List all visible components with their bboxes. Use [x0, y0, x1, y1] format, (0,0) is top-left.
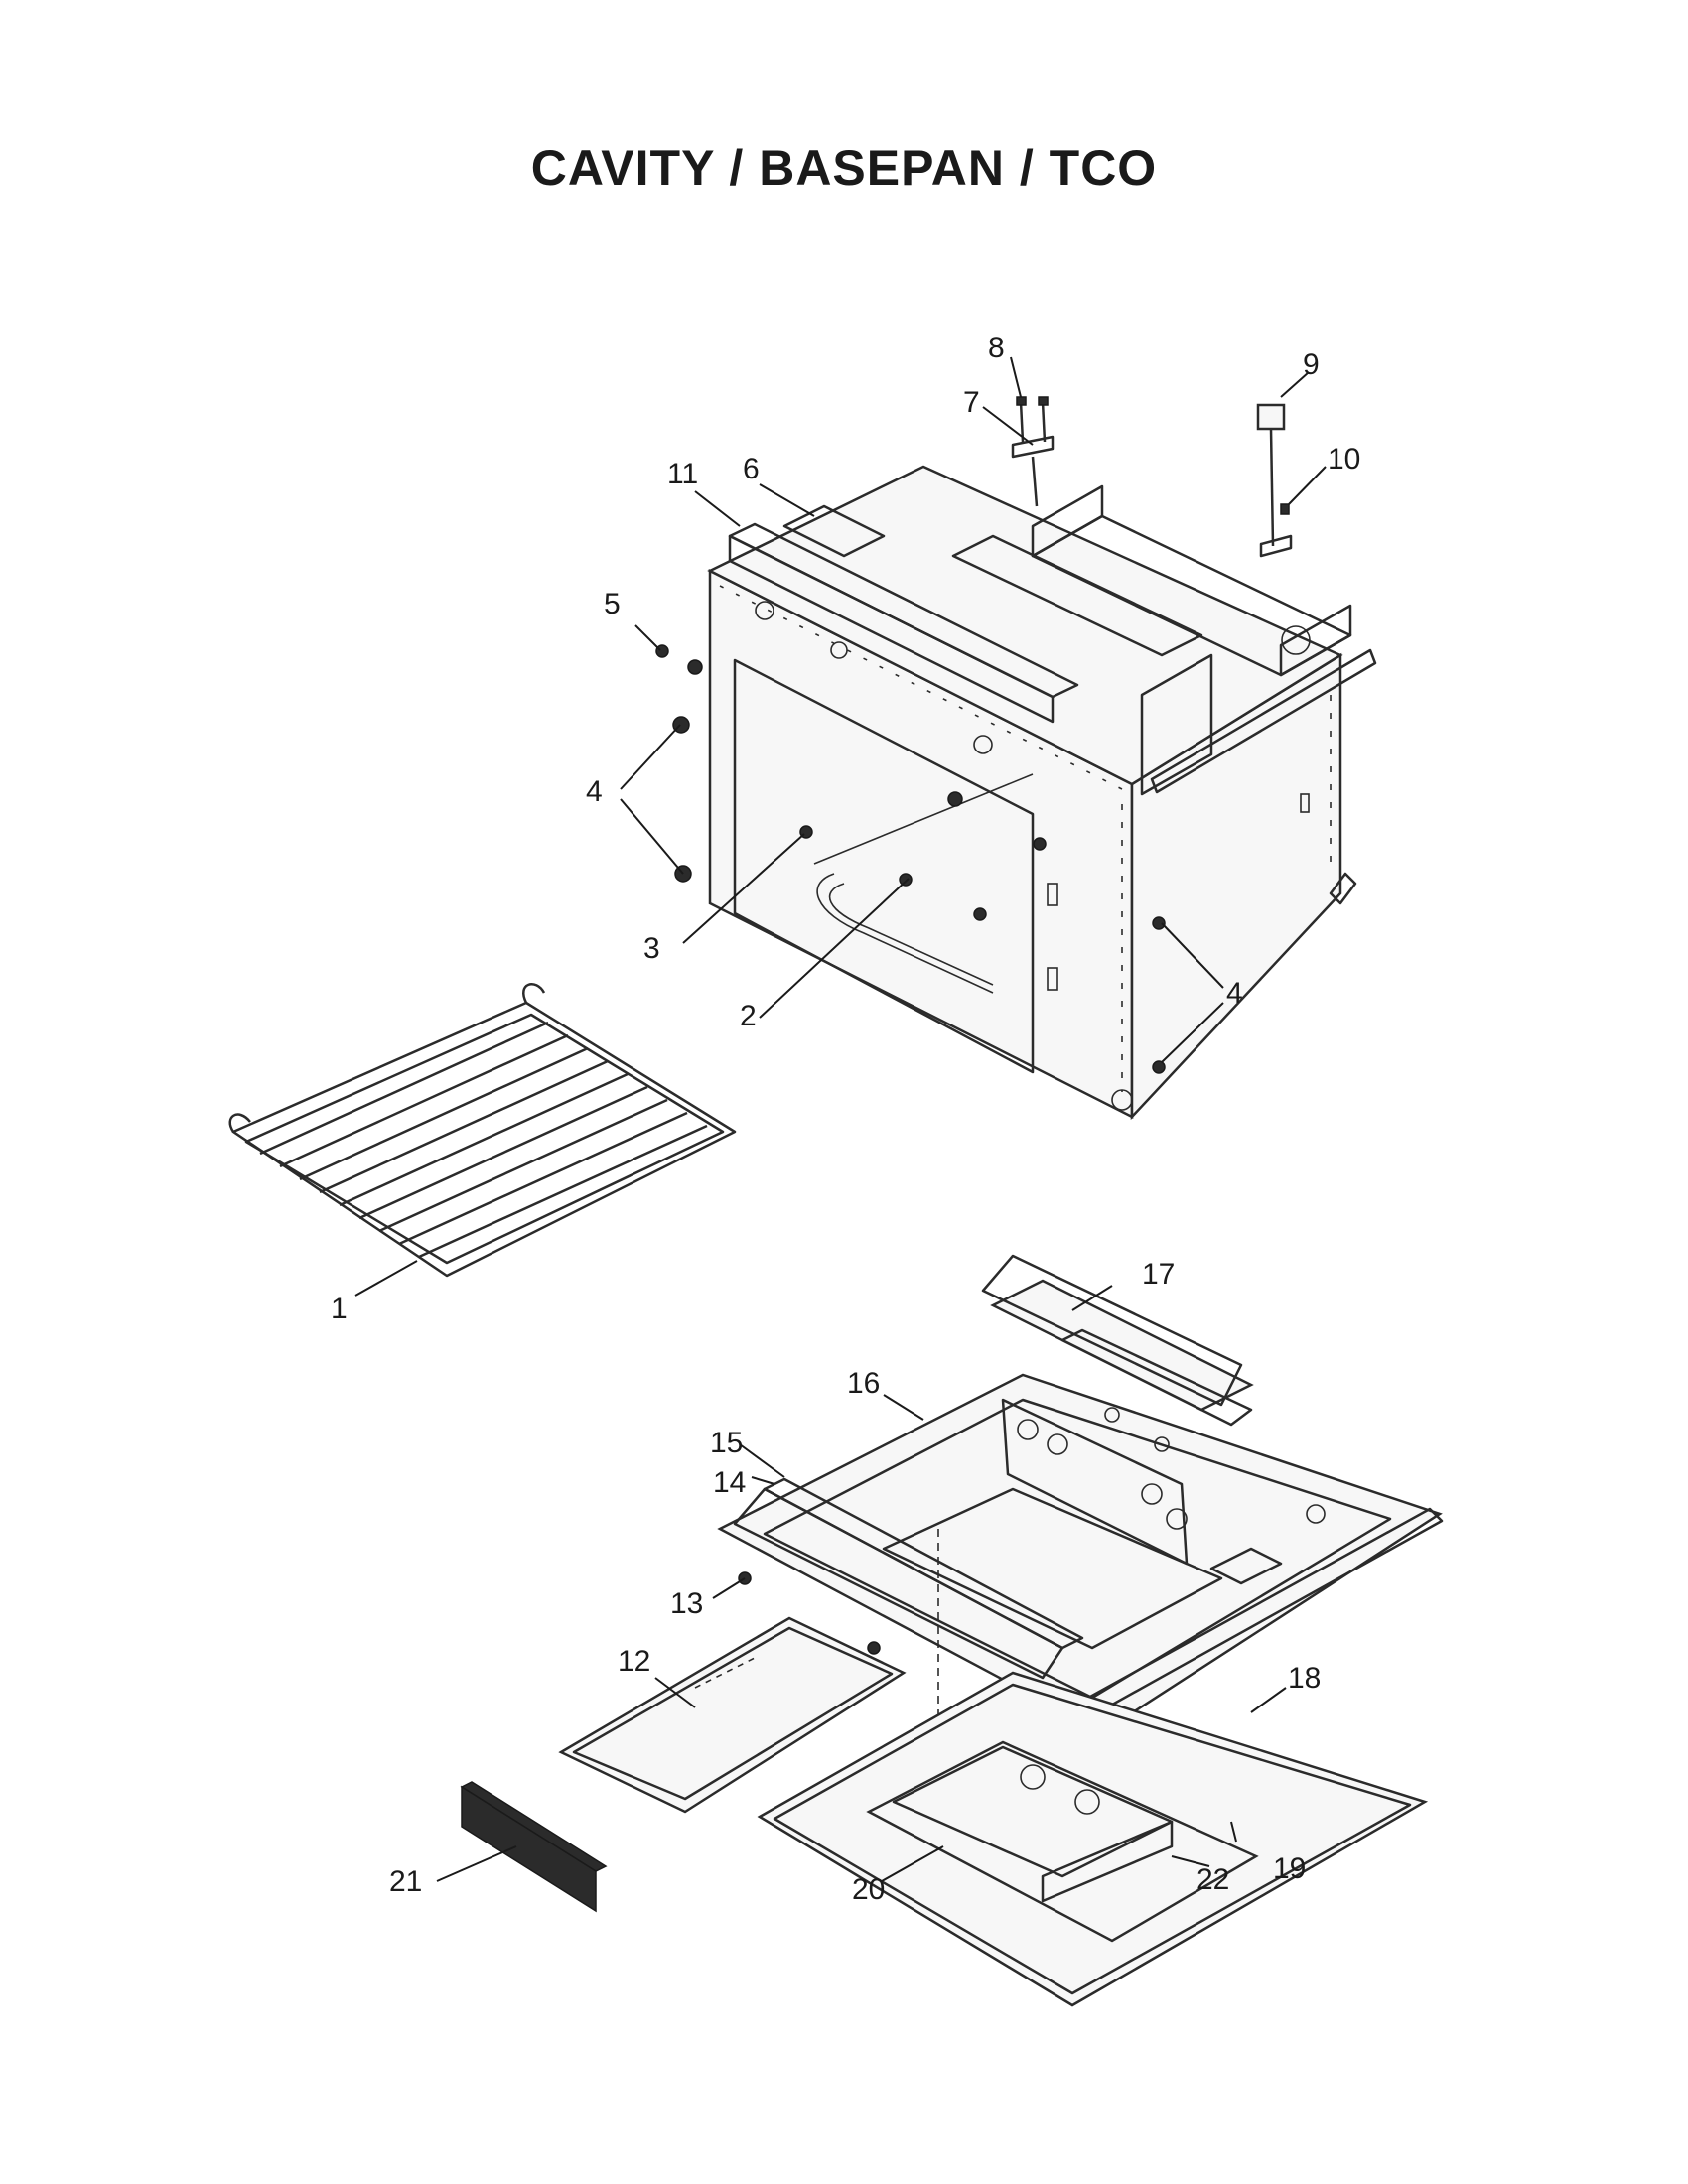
callout-6: 6: [743, 453, 760, 485]
base-pan-frame: [717, 1254, 1444, 1777]
callout-11: 11: [667, 458, 698, 490]
callout-labels: 1 2 3 4 4 5 6 7 8 9 10 11 12 13 14 15 16…: [331, 332, 1360, 1906]
callout-17: 17: [1142, 1258, 1175, 1291]
diagram-title: CAVITY / BASEPAN / TCO: [530, 140, 1158, 196]
callout-4-left: 4: [586, 775, 603, 808]
oven-rack: [228, 983, 737, 1278]
callout-4-right: 4: [1226, 977, 1243, 1010]
callout-5: 5: [604, 588, 621, 620]
callout-21: 21: [389, 1865, 422, 1898]
callout-16: 16: [847, 1367, 880, 1400]
callout-20: 20: [852, 1873, 885, 1906]
callout-8: 8: [988, 332, 1005, 364]
callout-7: 7: [963, 386, 980, 419]
tco-sensor: [1256, 403, 1293, 558]
callout-14: 14: [713, 1466, 746, 1499]
callout-13: 13: [670, 1587, 703, 1620]
oven-cavity: [707, 465, 1377, 1121]
callout-18: 18: [1288, 1662, 1321, 1695]
callout-leaders: [354, 356, 1327, 1882]
crumb-tray: [558, 1616, 907, 1814]
callout-19: 19: [1273, 1852, 1306, 1885]
callout-9: 9: [1303, 348, 1320, 381]
callout-3: 3: [643, 932, 660, 965]
mount-screws: [1011, 396, 1055, 507]
callout-2: 2: [740, 1000, 757, 1032]
callout-22: 22: [1196, 1863, 1229, 1896]
callout-15: 15: [710, 1427, 743, 1459]
callout-12: 12: [618, 1645, 650, 1678]
callout-10: 10: [1328, 443, 1360, 476]
insulation-pad: [866, 1740, 1259, 1943]
callout-1: 1: [331, 1293, 348, 1325]
vent-grille: [460, 1781, 608, 1913]
